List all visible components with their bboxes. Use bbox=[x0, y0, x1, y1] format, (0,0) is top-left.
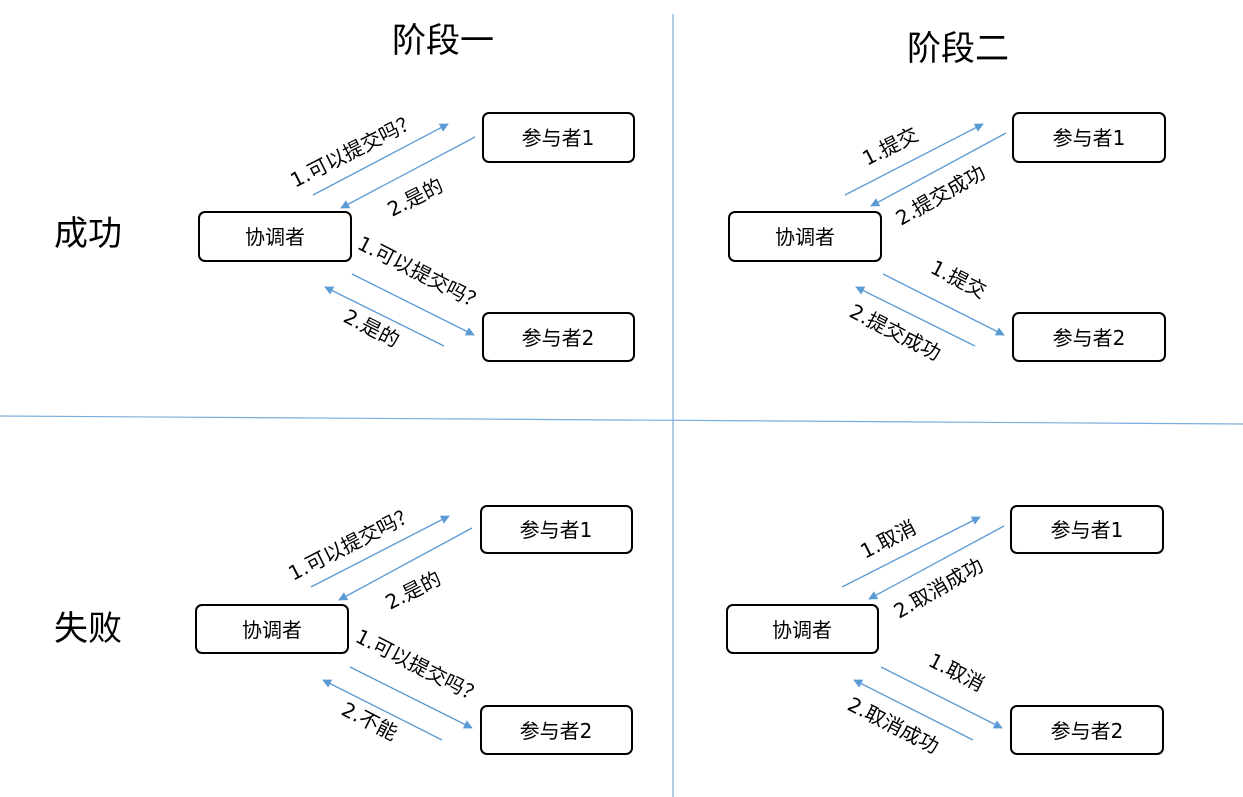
msg-request-p1: 1.可以提交吗？ bbox=[284, 501, 419, 586]
arrow-reply-p2 bbox=[853, 679, 974, 741]
quadrant-phase1-failure: 协调者 参与者1 参与者2 1.可以提交吗？ 2.是的 1.可以提交吗？ 2.不… bbox=[195, 501, 633, 755]
arrow-request-p1 bbox=[312, 123, 449, 196]
msg-request-p2: 1.提交 bbox=[927, 255, 991, 303]
coordinator-label: 协调者 bbox=[242, 618, 302, 642]
participant2-label: 参与者2 bbox=[522, 326, 595, 350]
coordinator-label: 协调者 bbox=[775, 225, 835, 249]
arrow-reply-p2 bbox=[322, 679, 443, 741]
quadrant-phase2-success: 协调者 参与者1 参与者2 1.提交 2.提交成功 1.提交 2.提交成功 bbox=[728, 112, 1166, 365]
coordinator-label: 协调者 bbox=[772, 618, 832, 642]
participant1-node: 参与者1 bbox=[1010, 505, 1164, 554]
coordinator-node: 协调者 bbox=[195, 604, 349, 654]
msg-request-p2: 1.可以提交吗？ bbox=[352, 624, 487, 709]
participant1-label: 参与者1 bbox=[1053, 126, 1126, 150]
arrow-reply-p1 bbox=[870, 132, 1007, 207]
row-label-failure: 失败 bbox=[54, 609, 122, 649]
arrow-reply-p2 bbox=[324, 286, 445, 347]
coordinator-node: 协调者 bbox=[728, 211, 882, 262]
participant1-label: 参与者1 bbox=[520, 518, 593, 542]
phase1-title: 阶段一 bbox=[392, 21, 494, 61]
msg-request-p2: 1.可以提交吗？ bbox=[354, 231, 489, 316]
msg-request-p1: 1.取消 bbox=[856, 515, 920, 563]
msg-reply-p1: 2.取消成功 bbox=[890, 553, 988, 623]
msg-request-p1: 1.可以提交吗？ bbox=[286, 108, 421, 193]
arrow-reply-p1 bbox=[340, 136, 476, 209]
phase2-title: 阶段二 bbox=[907, 29, 1009, 69]
coordinator-node: 协调者 bbox=[726, 604, 879, 654]
msg-reply-p2: 2.取消成功 bbox=[844, 692, 943, 758]
quadrant-phase1-success: 协调者 参与者1 参与者2 1.可以提交吗？ 2.是的 1.可以提交吗？ 2.是… bbox=[198, 108, 635, 362]
arrow-request-p1 bbox=[844, 123, 984, 196]
arrow-request-p1 bbox=[841, 516, 981, 588]
coordinator-label: 协调者 bbox=[245, 225, 305, 249]
arrow-reply-p2 bbox=[855, 286, 976, 347]
arrow-reply-p1 bbox=[338, 527, 473, 601]
arrow-request-p2 bbox=[880, 666, 1003, 729]
participant2-label: 参与者2 bbox=[1051, 719, 1124, 743]
msg-reply-p1: 2.是的 bbox=[381, 566, 445, 614]
arrow-request-p2 bbox=[351, 273, 475, 336]
participant2-label: 参与者2 bbox=[1053, 326, 1126, 350]
participant2-node: 参与者2 bbox=[482, 312, 635, 362]
msg-reply-p2: 2.不能 bbox=[338, 697, 402, 745]
arrow-reply-p1 bbox=[868, 525, 1005, 600]
msg-reply-p1: 2.提交成功 bbox=[892, 160, 990, 230]
msg-request-p2: 1.取消 bbox=[925, 648, 989, 696]
msg-reply-p2: 2.是的 bbox=[340, 304, 404, 352]
participant2-node: 参与者2 bbox=[1010, 705, 1164, 755]
row-label-success: 成功 bbox=[54, 214, 122, 254]
msg-request-p1: 1.提交 bbox=[858, 122, 922, 170]
arrow-request-p2 bbox=[349, 666, 473, 729]
quadrant-phase2-failure: 协调者 参与者1 参与者2 1.取消 2.取消成功 1.取消 2.取消成功 bbox=[726, 505, 1164, 758]
participant1-node: 参与者1 bbox=[1012, 112, 1166, 163]
participant1-node: 参与者1 bbox=[482, 112, 635, 163]
participant1-node: 参与者1 bbox=[480, 505, 633, 554]
horizontal-divider bbox=[0, 415, 1243, 425]
msg-reply-p2: 2.提交成功 bbox=[846, 299, 945, 365]
participant2-label: 参与者2 bbox=[520, 719, 593, 743]
participant1-label: 参与者1 bbox=[522, 126, 595, 150]
participant1-label: 参与者1 bbox=[1051, 518, 1124, 542]
arrow-request-p2 bbox=[882, 273, 1005, 336]
arrow-request-p1 bbox=[310, 515, 450, 588]
participant2-node: 参与者2 bbox=[480, 705, 633, 755]
participant2-node: 参与者2 bbox=[1012, 312, 1166, 362]
coordinator-node: 协调者 bbox=[198, 211, 352, 262]
